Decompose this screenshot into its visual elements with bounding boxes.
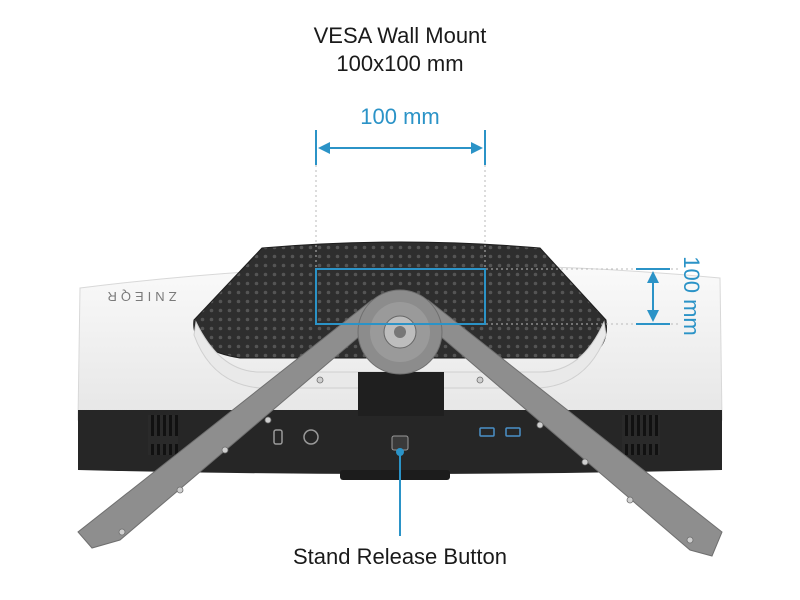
vesa-mount-area <box>315 268 486 325</box>
stand-release-button-label: Stand Release Button <box>292 544 508 569</box>
heading-line-2: 100x100 mm <box>336 51 464 76</box>
right-vent <box>622 415 660 455</box>
stand-bracket <box>358 372 444 416</box>
stand-release-button[interactable] <box>391 435 409 451</box>
vertical-dimension-label: 100 mm <box>679 256 704 335</box>
horizontal-dimension-arrow <box>315 130 486 165</box>
stand-pivot-hub <box>357 289 443 375</box>
left-vent <box>148 415 178 455</box>
bottom-foot <box>340 470 450 480</box>
release-button-callout-line <box>396 448 404 536</box>
brand-mark: ZNIEQR <box>103 289 176 304</box>
port-icons <box>273 427 521 445</box>
vertical-dimension-arrow <box>636 268 670 325</box>
heading-line-1: VESA Wall Mount <box>313 23 487 48</box>
horizontal-dimension-label: 100 mm <box>360 104 440 129</box>
